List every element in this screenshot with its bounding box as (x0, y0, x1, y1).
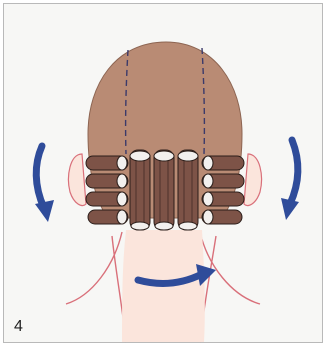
step-number: 4 (14, 318, 23, 336)
curved-down-arrow-icon (281, 140, 299, 220)
right-ear (244, 154, 262, 206)
center-rollers (130, 150, 198, 230)
curved-down-arrow-icon (35, 146, 54, 222)
left-ear (69, 154, 87, 206)
illustration-frame: 4 (3, 3, 323, 343)
hair-roller-diagram (4, 4, 324, 344)
